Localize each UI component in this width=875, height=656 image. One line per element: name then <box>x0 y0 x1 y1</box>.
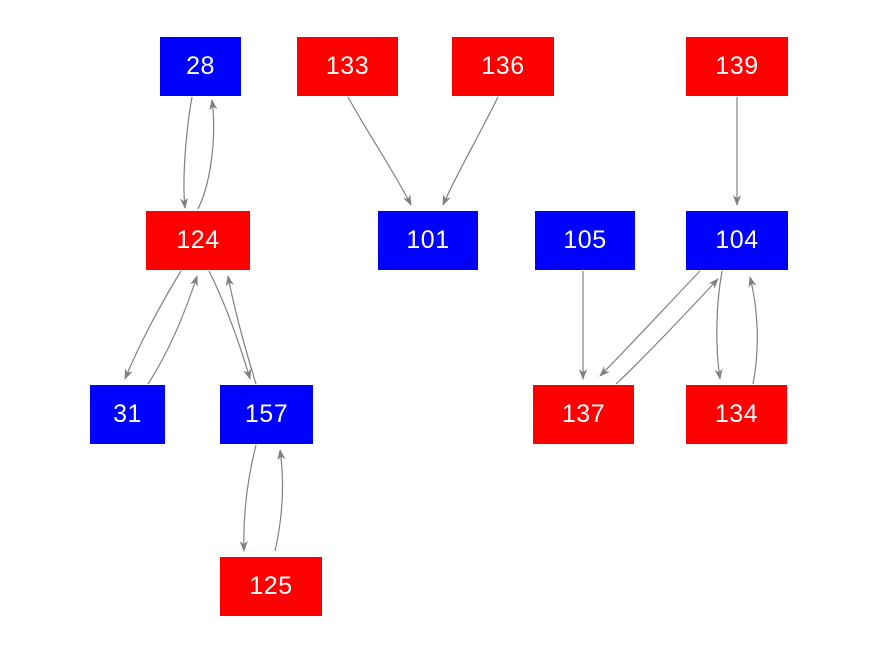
graph-node-label: 137 <box>561 400 606 428</box>
graph-edge <box>208 270 252 380</box>
graph-node-104[interactable]: 104 <box>686 211 788 270</box>
graph-edge <box>225 275 257 385</box>
graph-node-124[interactable]: 124 <box>146 211 250 270</box>
graph-edge <box>179 96 193 209</box>
graph-node-139[interactable]: 139 <box>686 37 788 96</box>
edges-group <box>124 96 758 552</box>
graph-node-label: 124 <box>176 226 220 254</box>
graph-node-125[interactable]: 125 <box>220 557 322 616</box>
graph-node-137[interactable]: 137 <box>533 385 634 444</box>
graph-edge <box>124 270 182 380</box>
graph-edge <box>197 99 218 210</box>
graph-node-134[interactable]: 134 <box>686 385 787 444</box>
graph-node-label: 104 <box>715 226 759 254</box>
graph-edge <box>714 270 723 380</box>
graph-node-label: 101 <box>406 226 450 254</box>
graph-node-157[interactable]: 157 <box>220 385 313 444</box>
graph-node-label: 31 <box>113 400 142 428</box>
graph-node-label: 133 <box>325 52 370 80</box>
graph-edge <box>347 96 412 206</box>
graph-node-31[interactable]: 31 <box>90 385 165 444</box>
graph-edge <box>748 276 758 385</box>
graph-node-label: 139 <box>715 52 759 80</box>
graph-node-label: 157 <box>244 400 289 428</box>
graph-node-label: 105 <box>563 226 607 254</box>
graph-edge <box>147 275 198 385</box>
graph-edge <box>442 96 499 206</box>
graph-edge <box>239 444 257 552</box>
graph-node-133[interactable]: 133 <box>297 37 398 96</box>
graph-node-label: 136 <box>481 52 525 80</box>
graph-edge <box>615 278 719 385</box>
graph-node-28[interactable]: 28 <box>160 37 241 96</box>
graph-node-105[interactable]: 105 <box>535 211 635 270</box>
graph-edge <box>274 449 286 552</box>
graph-node-label: 125 <box>249 572 293 600</box>
graph-node-136[interactable]: 136 <box>452 37 554 96</box>
graph-node-label: 134 <box>714 400 759 428</box>
graph-node-label: 28 <box>186 52 215 80</box>
graph-edge <box>599 270 701 377</box>
graph-node-101[interactable]: 101 <box>378 211 478 270</box>
